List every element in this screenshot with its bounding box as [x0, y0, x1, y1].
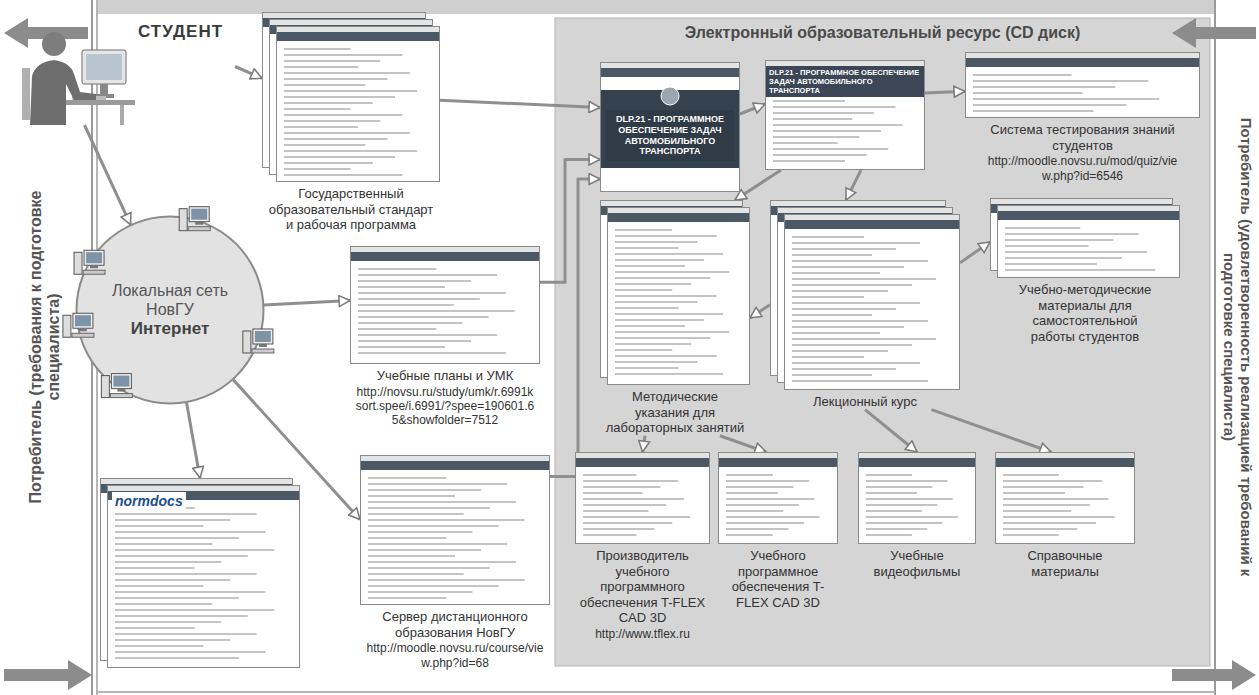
screenshot-box: DLP.21 - ПРОГРАММНОЕ ОБЕСПЕЧЕНИЕ ЗАДАЧ А…: [765, 60, 925, 170]
flow-connector: [750, 305, 770, 318]
side-label: Потребитель (требования к подготовке спе…: [27, 147, 64, 547]
computer-icon: [74, 250, 105, 274]
caption-text: http://www.tflex.ru: [575, 627, 710, 641]
screenshot-frame: [262, 12, 440, 182]
student-label: СТУДЕНТ: [138, 8, 235, 42]
screenshot-frame: [350, 246, 540, 364]
screenshot-box: Справочные материалы: [995, 452, 1135, 579]
screenshot-box: normdocs: [100, 478, 300, 668]
computer-icon: [243, 329, 274, 353]
caption-text: Учебно-методические материалы для самост…: [990, 282, 1180, 344]
flow-connector: [264, 301, 350, 306]
screenshot-frame: [858, 452, 976, 544]
computer-icon: [63, 313, 94, 337]
caption-text: Учебные планы и УМК: [350, 368, 540, 384]
flow-arrow: [4, 660, 92, 690]
screenshot-frame: [995, 452, 1135, 544]
screenshot-mock: [360, 455, 550, 605]
flow-connector: [925, 91, 965, 93]
caption-text: http://novsu.ru/study/umk/r.6991ksort.sp…: [350, 385, 540, 428]
screenshot-frame: [575, 452, 710, 544]
computer-icon: [179, 207, 210, 231]
screen-text: normdocs: [112, 492, 186, 510]
screenshot-box: Государственный образовательный стандарт…: [262, 12, 440, 233]
screenshot-mock: [575, 452, 710, 544]
frame-line: [1214, 0, 1216, 695]
screenshot-frame: [990, 198, 1180, 278]
panel-title: Электронный образовательный ресурс (CD д…: [555, 18, 1210, 42]
screenshot-box: Сервер дистанционного образования НовГУh…: [360, 455, 550, 670]
screenshot-frame: DLP.21 - ПРОГРАММНОЕ ОБЕСПЕЧЕНИЕ ЗАДАЧ А…: [600, 62, 740, 192]
cd-panel-ground: [555, 18, 1210, 666]
screenshot-box: Производитель учебного программного обес…: [575, 452, 710, 641]
screenshot-frame: normdocs: [100, 478, 300, 668]
screenshot-mock: [262, 12, 440, 182]
flow-arrow: [1172, 660, 1256, 690]
caption-text: http://moodle.novsu.ru/mod/quiz/view.php…: [965, 154, 1200, 183]
screenshot-mock: [770, 200, 960, 390]
caption-text: Сервер дистанционного образования НовГУ: [360, 609, 550, 640]
screenshot-mock: [990, 198, 1180, 278]
screenshot-frame: [360, 455, 550, 605]
screenshot-frame: [965, 52, 1200, 118]
screenshot-mock: [600, 200, 750, 385]
flow-connector: [740, 104, 765, 114]
caption-text: Государственный образовательный стандарт…: [262, 186, 440, 233]
screenshot-box: DLP.21 - ПРОГРАММНОЕ ОБЕСПЕЧЕНИЕ ЗАДАЧ А…: [600, 62, 740, 192]
caption-text: Справочные материалы: [995, 548, 1135, 579]
flow-connector: [550, 179, 600, 476]
screenshot-box: Учебного программное обеспечения T-FLEX …: [718, 452, 838, 610]
caption-text: Учебные видеофильмы: [858, 548, 976, 579]
flow-connector: [85, 125, 131, 225]
student-figure: СТУДЕНТ: [20, 8, 235, 125]
screenshot-mock: [350, 246, 540, 364]
flow-connector: [720, 436, 766, 452]
caption-text: Лекционный курс: [770, 394, 960, 410]
flow-connector: [932, 410, 1052, 452]
screenshot-box: Учебно-методические материалы для самост…: [990, 198, 1180, 344]
screenshot-box: Методические указания для лабораторных з…: [600, 200, 750, 436]
screenshot-frame: DLP.21 - ПРОГРАММНОЕ ОБЕСПЕЧЕНИЕ ЗАДАЧ А…: [765, 60, 925, 170]
flow-connector: [865, 410, 917, 452]
flow-connector: [440, 100, 600, 107]
flow-connector: [846, 170, 861, 200]
caption-text: Методические указания для лабораторных з…: [600, 389, 750, 436]
screenshot-box: Система тестирования знаний студентовhtt…: [965, 52, 1200, 183]
side-label: Потребитель (удовлетворенность реализаци…: [1221, 107, 1256, 587]
flow-connector: [187, 403, 200, 478]
caption-text: Производитель учебного программного обес…: [575, 548, 710, 626]
flow-connector: [235, 67, 262, 79]
screenshot-mock: [995, 452, 1135, 544]
screenshot-frame: [718, 452, 838, 544]
flow-connector: [643, 436, 646, 452]
student-illustration: [20, 8, 135, 125]
screenshot-mock: [965, 52, 1200, 118]
screenshot-mock: [858, 452, 976, 544]
screenshot-mock: [718, 452, 838, 544]
frame-line: [97, 691, 1215, 693]
screenshot-box: Лекционный курс: [770, 200, 960, 410]
caption-text: http://moodle.novsu.ru/course/view.php?i…: [360, 641, 550, 670]
computer-icon: [101, 374, 132, 398]
flow-arrow: [1172, 18, 1256, 48]
cd-panel: Электронный образовательный ресурс (CD д…: [555, 18, 1210, 666]
screenshot-box: Учебные видеофильмы: [858, 452, 976, 579]
caption-text: Учебного программное обеспечения T-FLEX …: [718, 548, 838, 610]
network-label: Интернет: [110, 319, 230, 339]
flow-connector: [960, 242, 990, 263]
top-band: [97, 0, 1215, 14]
screenshot-frame: [770, 200, 960, 390]
screen-text: DLP.21 - ПРОГРАММНОЕ ОБЕСПЕЧЕНИЕ ЗАДАЧ А…: [766, 66, 924, 97]
flow-connector: [735, 170, 781, 200]
screenshot-box: Учебные планы и УМКhttp://novsu.ru/study…: [350, 246, 540, 428]
network-label: Локальная сеть НовГУ: [110, 281, 230, 319]
network-circle: Локальная сеть НовГУИнтернет: [75, 215, 265, 405]
caption-text: Система тестирования знаний студентов: [965, 122, 1200, 153]
screen-text: DLP.21 - ПРОГРАММНОЕ ОБЕСПЕЧЕНИЕ ЗАДАЧ А…: [606, 110, 734, 161]
screenshot-frame: [600, 200, 750, 385]
